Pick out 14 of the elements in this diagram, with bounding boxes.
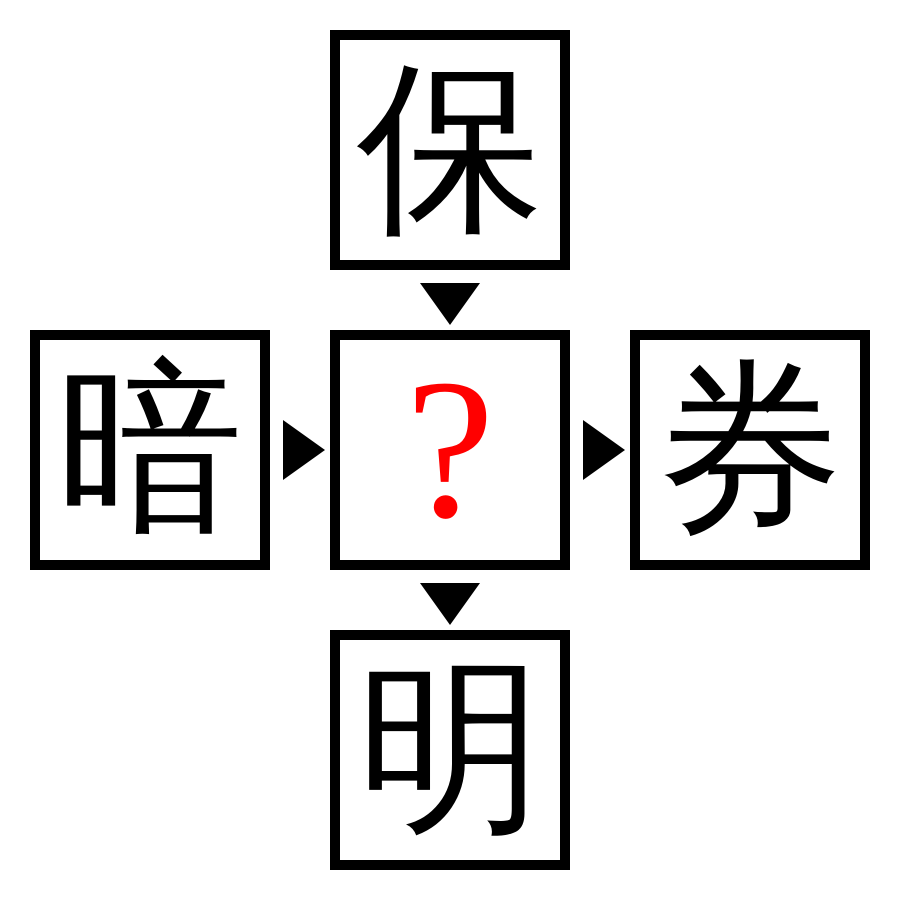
kanji-character: 明: [357, 657, 543, 843]
character-box: [330, 630, 570, 870]
kanji-character: 保: [357, 57, 543, 243]
arrow: [583, 420, 625, 480]
question-mark: ?: [406, 350, 494, 550]
arrow: [283, 420, 325, 480]
character-box: [330, 330, 570, 570]
character-box: [630, 330, 870, 570]
kanji-character: 券: [657, 357, 843, 543]
arrow: [420, 283, 480, 325]
character-box: [30, 330, 270, 570]
kanji-character: 暗: [57, 357, 243, 543]
character-box: [330, 30, 570, 270]
arrow: [420, 583, 480, 625]
